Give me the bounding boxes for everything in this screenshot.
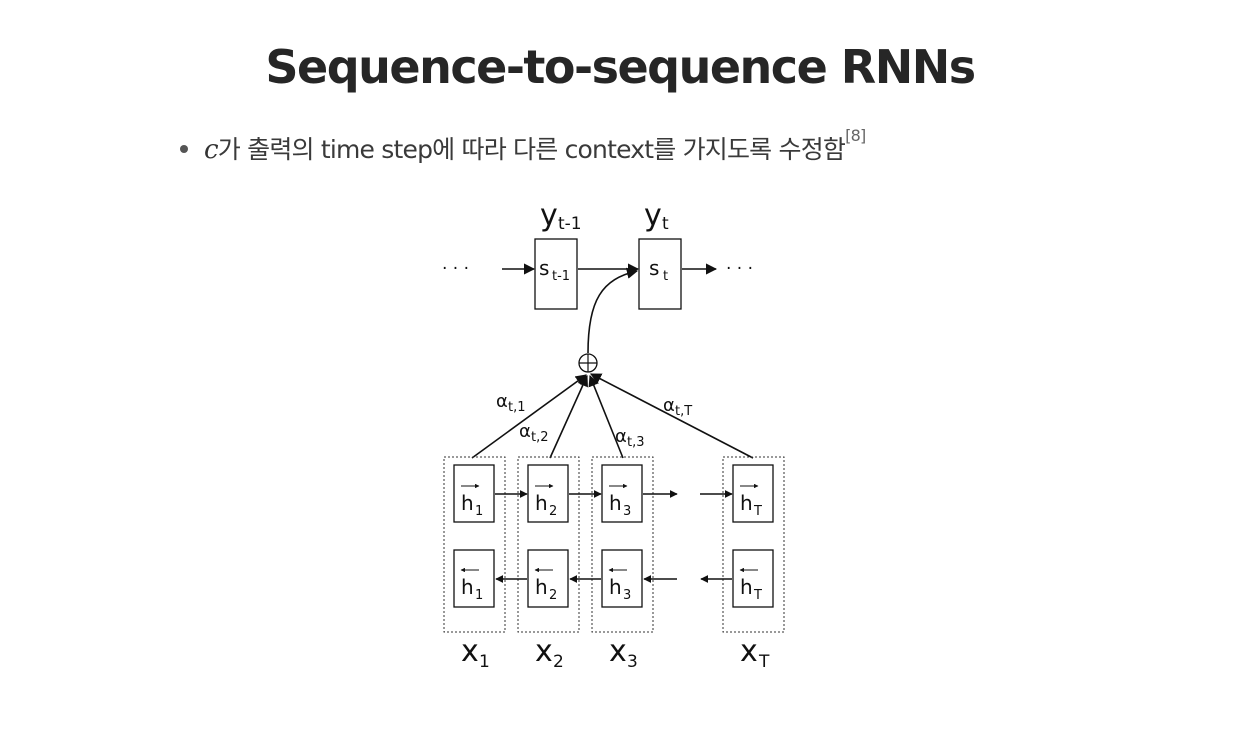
- hidden-base: h: [740, 491, 753, 515]
- output-y-base: y: [540, 198, 558, 233]
- input-x-sub: 3: [627, 652, 638, 672]
- attention-weight-sub: t,2: [531, 430, 549, 445]
- hidden-sub: 3: [623, 588, 631, 603]
- input-x-base: x: [740, 634, 758, 669]
- output-y-t: y t: [644, 198, 669, 234]
- attention-weight-sub: t,T: [675, 404, 692, 419]
- attention-diagram: y t-1 y t · · · · · · s t-1 s t α t,1 α …: [442, 198, 785, 672]
- bullet-variable: c: [204, 135, 219, 165]
- backward-hidden-box: [732, 549, 774, 608]
- input-x-sub: 2: [553, 652, 564, 672]
- forward-hidden-box: [453, 464, 495, 523]
- hidden-base: h: [461, 491, 474, 515]
- encoder-column-T: h T h T x T: [722, 456, 785, 672]
- encoder-column-frame: [591, 456, 654, 633]
- hidden-sub: 1: [475, 504, 483, 519]
- input-x-base: x: [461, 634, 479, 669]
- bullet-dot: [180, 145, 188, 153]
- encoder-column-2: h 2 h 2 x 2: [517, 456, 580, 672]
- output-y-t-minus-1: y t-1: [540, 198, 582, 234]
- input-x-base: x: [609, 634, 627, 669]
- decoder-state-sub: t-1: [552, 269, 570, 284]
- hidden-sub: T: [753, 588, 762, 603]
- hidden-base: h: [535, 575, 548, 599]
- hidden-sub: 2: [549, 504, 557, 519]
- hidden-base: h: [461, 575, 474, 599]
- output-y-base: y: [644, 198, 662, 233]
- backward-hidden-box: [527, 549, 569, 608]
- attention-weight-sub: t,1: [508, 400, 526, 415]
- encoder-column-3: h 3 h 3 x 3: [591, 456, 654, 672]
- forward-hidden-box: [601, 464, 643, 523]
- decoder-state-sub: t: [663, 269, 668, 284]
- encoder-column-frame: [443, 456, 506, 633]
- hidden-base: h: [609, 491, 622, 515]
- attention-arrow-3: [588, 374, 624, 459]
- decoder-state-box: [638, 238, 682, 310]
- backward-hidden-box: [453, 549, 495, 608]
- encoder-column-frame: [722, 456, 785, 633]
- input-x-base: x: [535, 634, 553, 669]
- hidden-sub: 3: [623, 504, 631, 519]
- attention-weight-base: α: [519, 421, 531, 442]
- hidden-base: h: [740, 575, 753, 599]
- attention-weight-base: α: [663, 395, 675, 416]
- slide-title: Sequence-to-sequence RNNs: [265, 40, 976, 94]
- ellipsis-right: · · ·: [726, 259, 753, 279]
- input-x-sub: 1: [479, 652, 490, 672]
- bullet-reference: [8]: [845, 126, 866, 145]
- context-arrow: [587, 267, 639, 354]
- attention-weight-base: α: [615, 426, 627, 447]
- bullet-item: c가 출력의 time step에 따라 다른 context를 가지도록 수정…: [180, 126, 866, 166]
- hidden-sub: 1: [475, 588, 483, 603]
- attention-weight-sub: t,3: [627, 435, 645, 450]
- encoder-column-1: h 1 h 1 x 1: [443, 456, 506, 672]
- decoder-state-base: s: [539, 256, 549, 280]
- hidden-sub: T: [753, 504, 762, 519]
- forward-hidden-box: [527, 464, 569, 523]
- bullet-text: 가 출력의 time step에 따라 다른 context를 가지도록 수정함: [217, 135, 846, 164]
- hidden-base: h: [609, 575, 622, 599]
- ellipsis-left: · · ·: [442, 259, 469, 279]
- backward-hidden-box: [601, 549, 643, 608]
- input-x-sub: T: [758, 652, 770, 672]
- attention-weight-base: α: [496, 391, 508, 412]
- hidden-sub: 2: [549, 588, 557, 603]
- hidden-base: h: [535, 491, 548, 515]
- forward-hidden-box: [732, 464, 774, 523]
- decoder-state-base: s: [649, 256, 659, 280]
- attention-arrow-T: [590, 373, 754, 459]
- attention-arrow-2: [549, 374, 588, 459]
- encoder-column-frame: [517, 456, 580, 633]
- output-y-sub: t: [662, 214, 669, 234]
- attention-arrow-1: [471, 374, 587, 459]
- output-y-sub: t-1: [558, 214, 582, 234]
